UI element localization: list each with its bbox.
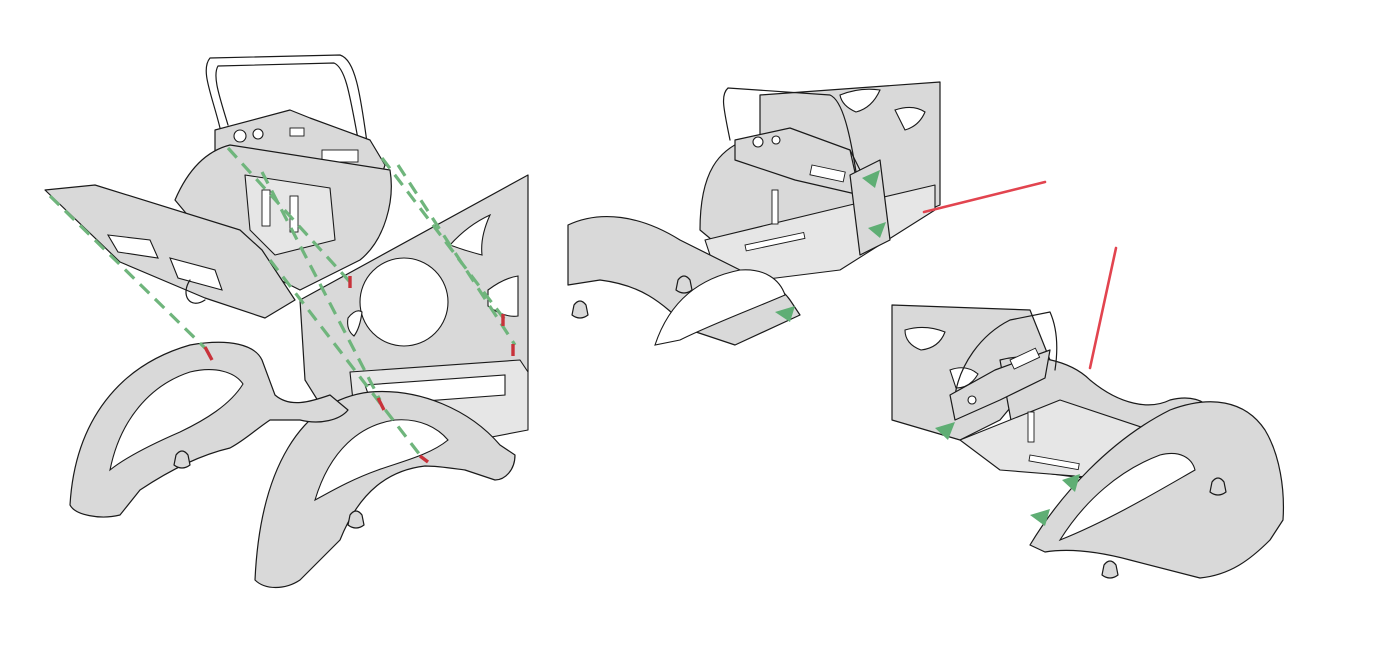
seat-tab bbox=[772, 190, 778, 224]
dial-hole bbox=[968, 396, 976, 404]
callout-pointer bbox=[1090, 248, 1116, 368]
assembled-rear-view bbox=[892, 248, 1283, 578]
dial-hole bbox=[753, 137, 763, 147]
exploded-view bbox=[45, 55, 528, 588]
seat-tab bbox=[262, 190, 270, 226]
dial-hole bbox=[772, 136, 780, 144]
dial-hole bbox=[253, 129, 263, 139]
rail-round-hole bbox=[360, 258, 448, 346]
callout-pointer bbox=[924, 182, 1045, 212]
dial-hole bbox=[234, 130, 246, 142]
assembled-front-view bbox=[568, 82, 1045, 345]
foot-tab bbox=[572, 301, 588, 318]
seat-tab bbox=[1028, 412, 1034, 442]
foot-tab bbox=[1102, 561, 1118, 578]
switch-slot bbox=[290, 128, 304, 136]
seat-tab bbox=[290, 196, 298, 232]
